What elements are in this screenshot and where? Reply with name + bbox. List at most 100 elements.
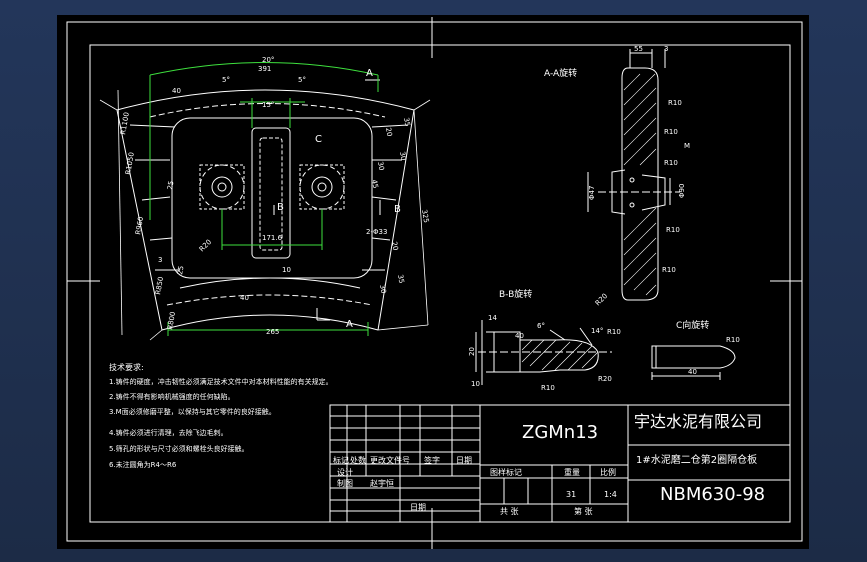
dim-right-30a: 30 (398, 151, 407, 161)
section-bb-label: B-B旋转 (499, 290, 533, 300)
section-aa-hatch (623, 73, 657, 296)
dim-bb-6deg: 6° (537, 322, 545, 330)
dim-r800: R800 (166, 311, 177, 330)
dim-left-3: 3 (158, 256, 162, 264)
section-aa-label: A-A旋转 (544, 69, 578, 79)
note-5: 5.筛孔的形状与尺寸必须和螺栓头良好接触。 (109, 445, 249, 453)
note-2: 2.铸件不得有影响机械强度的任何缺陷。 (109, 393, 235, 401)
dim-right-20a: 20 (384, 127, 393, 137)
header-signature: 签字 (424, 456, 440, 465)
header-change-doc: 更改文件号 (370, 456, 410, 465)
dim-top-5b: 5° (298, 76, 306, 84)
dim-top-5a: 5° (222, 76, 230, 84)
role-design: 设计 (337, 468, 353, 477)
dim-left-25b: 25 (176, 265, 185, 275)
dim-center-10: 10 (282, 266, 291, 274)
dim-right-325: 325 (420, 209, 430, 224)
dim-right-35b: 35 (396, 274, 405, 284)
dim-hole-pitch: 171.6 (262, 234, 283, 242)
dim-c-r10: R10 (726, 336, 740, 344)
dim-c-40: 40 (688, 368, 697, 376)
view-mark-c: C (315, 134, 322, 145)
dim-left-25a: 25 (166, 180, 175, 190)
dimension-lines (149, 62, 379, 336)
dim-center-40: 40 (240, 294, 249, 302)
dim-top-width: 391 (258, 65, 271, 73)
dim-aa-3: 3 (664, 45, 668, 53)
dim-aa-phi90: Φ90 (678, 184, 686, 198)
note-4: 4.铸件必须进行清理，去除飞边毛刺。 (109, 429, 228, 437)
dim-aa-55: 55 (634, 45, 643, 53)
note-3: 3.M面必须修磨平整，以保持与其它零件的良好接触。 (109, 408, 276, 416)
company-name: 宇达水泥有限公司 (634, 412, 763, 431)
dim-aa-r10d: R10 (662, 266, 676, 274)
dim-top-40: 40 (172, 87, 181, 95)
dimension-extensions (99, 89, 431, 341)
role-drafting: 制图 (337, 479, 353, 488)
segment-outer-arc (116, 89, 415, 111)
meta-header-marks: 图样标记 (490, 468, 522, 477)
dim-right-35a: 35 (402, 117, 411, 127)
view-c (651, 345, 736, 380)
dim-r1100: R1100 (119, 112, 131, 136)
dim-aa-r10a: R10 (668, 99, 682, 107)
drawing-sheet (57, 15, 809, 549)
dim-bb-10: 10 (471, 380, 480, 388)
segment-inner-arc (161, 314, 379, 331)
material-code: ZGMn13 (522, 422, 599, 443)
cut-mark-a-bottom: A (346, 319, 353, 330)
meta-header-scale: 比例 (600, 468, 616, 477)
note-1: 1.铸件的硬度，冲击韧性必须满足技术文件中对本材料性能的有关规定。 (109, 378, 333, 386)
segment-right-edge (377, 109, 415, 331)
dim-bb-r20: R20 (598, 375, 612, 383)
segment-left-edge (116, 109, 163, 331)
part-name: 1#水泥磨二仓第2圈隔仓板 (636, 455, 758, 466)
front-view (116, 79, 415, 331)
inner-hidden-arc (166, 294, 373, 306)
dim-r1050: R1050 (124, 152, 136, 176)
dim-top-angle: 20° (262, 56, 274, 64)
cut-mark-b-right: B (394, 204, 401, 215)
dim-r960: R960 (134, 216, 145, 235)
section-aa (587, 49, 680, 301)
role-date-label: 日期 (410, 503, 426, 512)
dim-bb-14deg: 14° (591, 327, 603, 335)
dim-bb-r10b: R10 (541, 384, 555, 392)
section-bb-hatch (521, 339, 599, 371)
sheet-total: 共 张 (500, 507, 519, 516)
dim-bb-40: 40 (515, 332, 524, 340)
dim-right-30c: 30 (378, 284, 387, 294)
header-date: 日期 (456, 456, 472, 465)
scale: 1:4 (604, 490, 617, 499)
dim-bb-14: 14 (488, 314, 497, 322)
dim-top-15: 15° (262, 101, 274, 109)
dim-aa-m: M (684, 142, 690, 150)
quantity: 31 (566, 490, 577, 499)
dim-right-20b: 20 (390, 241, 399, 251)
dim-r20: R20 (198, 238, 213, 253)
dim-aa-r10e: R10 (664, 159, 678, 167)
dim-aa-r20: R20 (594, 292, 609, 307)
header-mark: 标记 (333, 456, 349, 465)
central-slot (251, 127, 291, 259)
dim-holes: 2-Φ33 (366, 228, 387, 236)
notes-title: 技术要求: (109, 363, 144, 372)
meta-header-weight: 重量 (564, 468, 580, 477)
cut-mark-a-top: A (366, 68, 373, 79)
outer-hidden-arc (149, 103, 386, 118)
dim-bb-r10a: R10 (607, 328, 621, 336)
designer-name: 赵宇恒 (370, 479, 394, 488)
dim-bottom-265: 265 (266, 328, 279, 336)
dim-r850: R850 (154, 276, 165, 295)
view-c-label: C向旋转 (676, 321, 710, 331)
dim-bb-20: 20 (468, 347, 476, 356)
sheet-current: 第 张 (574, 507, 593, 516)
dim-aa-phi47: Φ47 (588, 186, 596, 200)
dim-right-45: 45 (370, 179, 379, 189)
drawing-number: NBM630-98 (660, 484, 766, 505)
cut-mark-b-center: B (277, 202, 284, 213)
dim-right-30b: 30 (376, 161, 385, 171)
title-block-grid (329, 404, 791, 523)
